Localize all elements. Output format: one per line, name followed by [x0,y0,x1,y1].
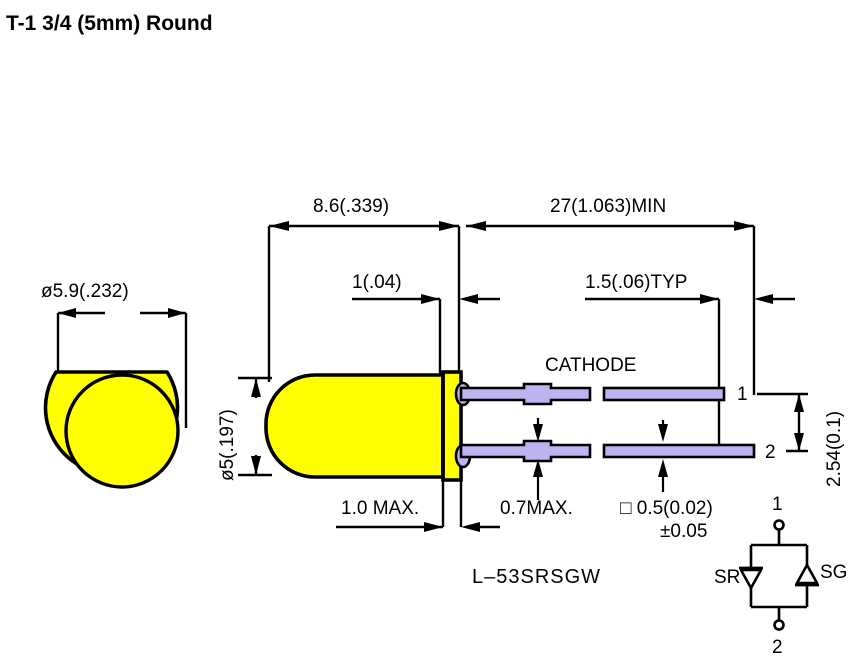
lead-upper-outer-segment [602,386,726,402]
top-dim-arrow-2l [466,221,486,231]
front-view-lens-circle [64,373,180,489]
flange-width-arrow-out [461,522,480,532]
schematic-terminal-1-node [773,519,785,531]
schematic-terminal-2-node [773,619,785,631]
lead-square-label-2: ±0.05 [660,521,707,542]
lead-lower-outer-segment [602,443,756,459]
led-body-group [264,370,463,482]
pin-1-label: 1 [737,384,748,405]
schematic-terminal-1-label: 1 [772,494,783,515]
lead-square-label-1: □ 0.5(0.02) [620,498,713,519]
top-dim-arrow-2r [734,221,754,231]
lead-spacing-label: 2.54(0.1) [824,411,845,487]
lead-wires-group [454,381,756,469]
lead-lower-inner-segment [459,439,592,463]
led-lens-body [264,373,445,479]
top-dim-arrow-1l [269,221,289,231]
flange-width-arrow-in [424,522,443,532]
bulge-dim-arrow-bot [533,459,543,477]
schematic-symbol-group: 1 2 SR SG [714,494,847,658]
flange-dim-arrow-in [421,294,440,304]
bottom-dimension-row: 1.0 MAX. 0.7MAX. □ 0.5(0.02) ±0.05 [336,418,713,542]
side-dia-arrow-top [251,378,261,397]
pin-callouts: 1 2 [737,384,776,463]
square-dim-arrow-top [658,424,668,442]
front-view-diameter-label: ø5.9(.232) [41,281,129,302]
top-dimension-chain: 8.6(.339) 27(1.063)MIN [267,196,756,395]
bulge-dim-arrow-top [533,424,543,442]
lead-upper-inner-segment [459,382,592,406]
schematic-terminal-2-label: 2 [772,637,783,658]
lead-pitch-label: 1.5(.06)TYP [585,272,687,293]
flange-dim-arrow-out [459,294,478,304]
lead-spacing-dim: 2.54(0.1) [757,392,845,487]
flange-thickness-label: 1(.04) [352,272,402,293]
schematic-sg-label: SG [820,562,847,583]
schematic-sr-label: SR [714,567,740,588]
front-dim-arrow-right [168,308,186,318]
pin-2-label: 2 [765,442,776,463]
lead-bulge-max-label: 0.7MAX. [500,498,573,519]
side-view-diameter-label: ø5(.197) [217,409,238,481]
body-length-label: 8.6(.339) [313,196,389,217]
cathode-label: CATHODE [545,355,636,376]
schematic-diode-sg-triangle [795,563,819,585]
spacing-arrow-bot [794,433,804,451]
spacing-arrow-top [794,394,804,412]
side-dia-arrow-bot [251,456,261,475]
square-dim-arrow-bot [658,459,668,477]
front-view-group: ø5.9(.232) [41,281,188,489]
pitch-dim-arrow-out [754,294,773,304]
schematic-diode-sr-triangle [739,568,763,590]
lead-length-label: 27(1.063)MIN [550,196,666,217]
pitch-dim-arrow-in [700,294,719,304]
front-dim-arrow-left [58,308,76,318]
second-dimension-row: 1(.04) 1.5(.06)TYP [352,272,795,455]
page-title: T-1 3/4 (5mm) Round [6,12,213,35]
part-number-label: L–53SRSGW [472,566,601,588]
top-dim-arrow-1r [439,221,459,231]
flange-width-max-label: 1.0 MAX. [341,498,419,519]
side-body-diameter-dim: ø5(.197) [217,376,272,481]
